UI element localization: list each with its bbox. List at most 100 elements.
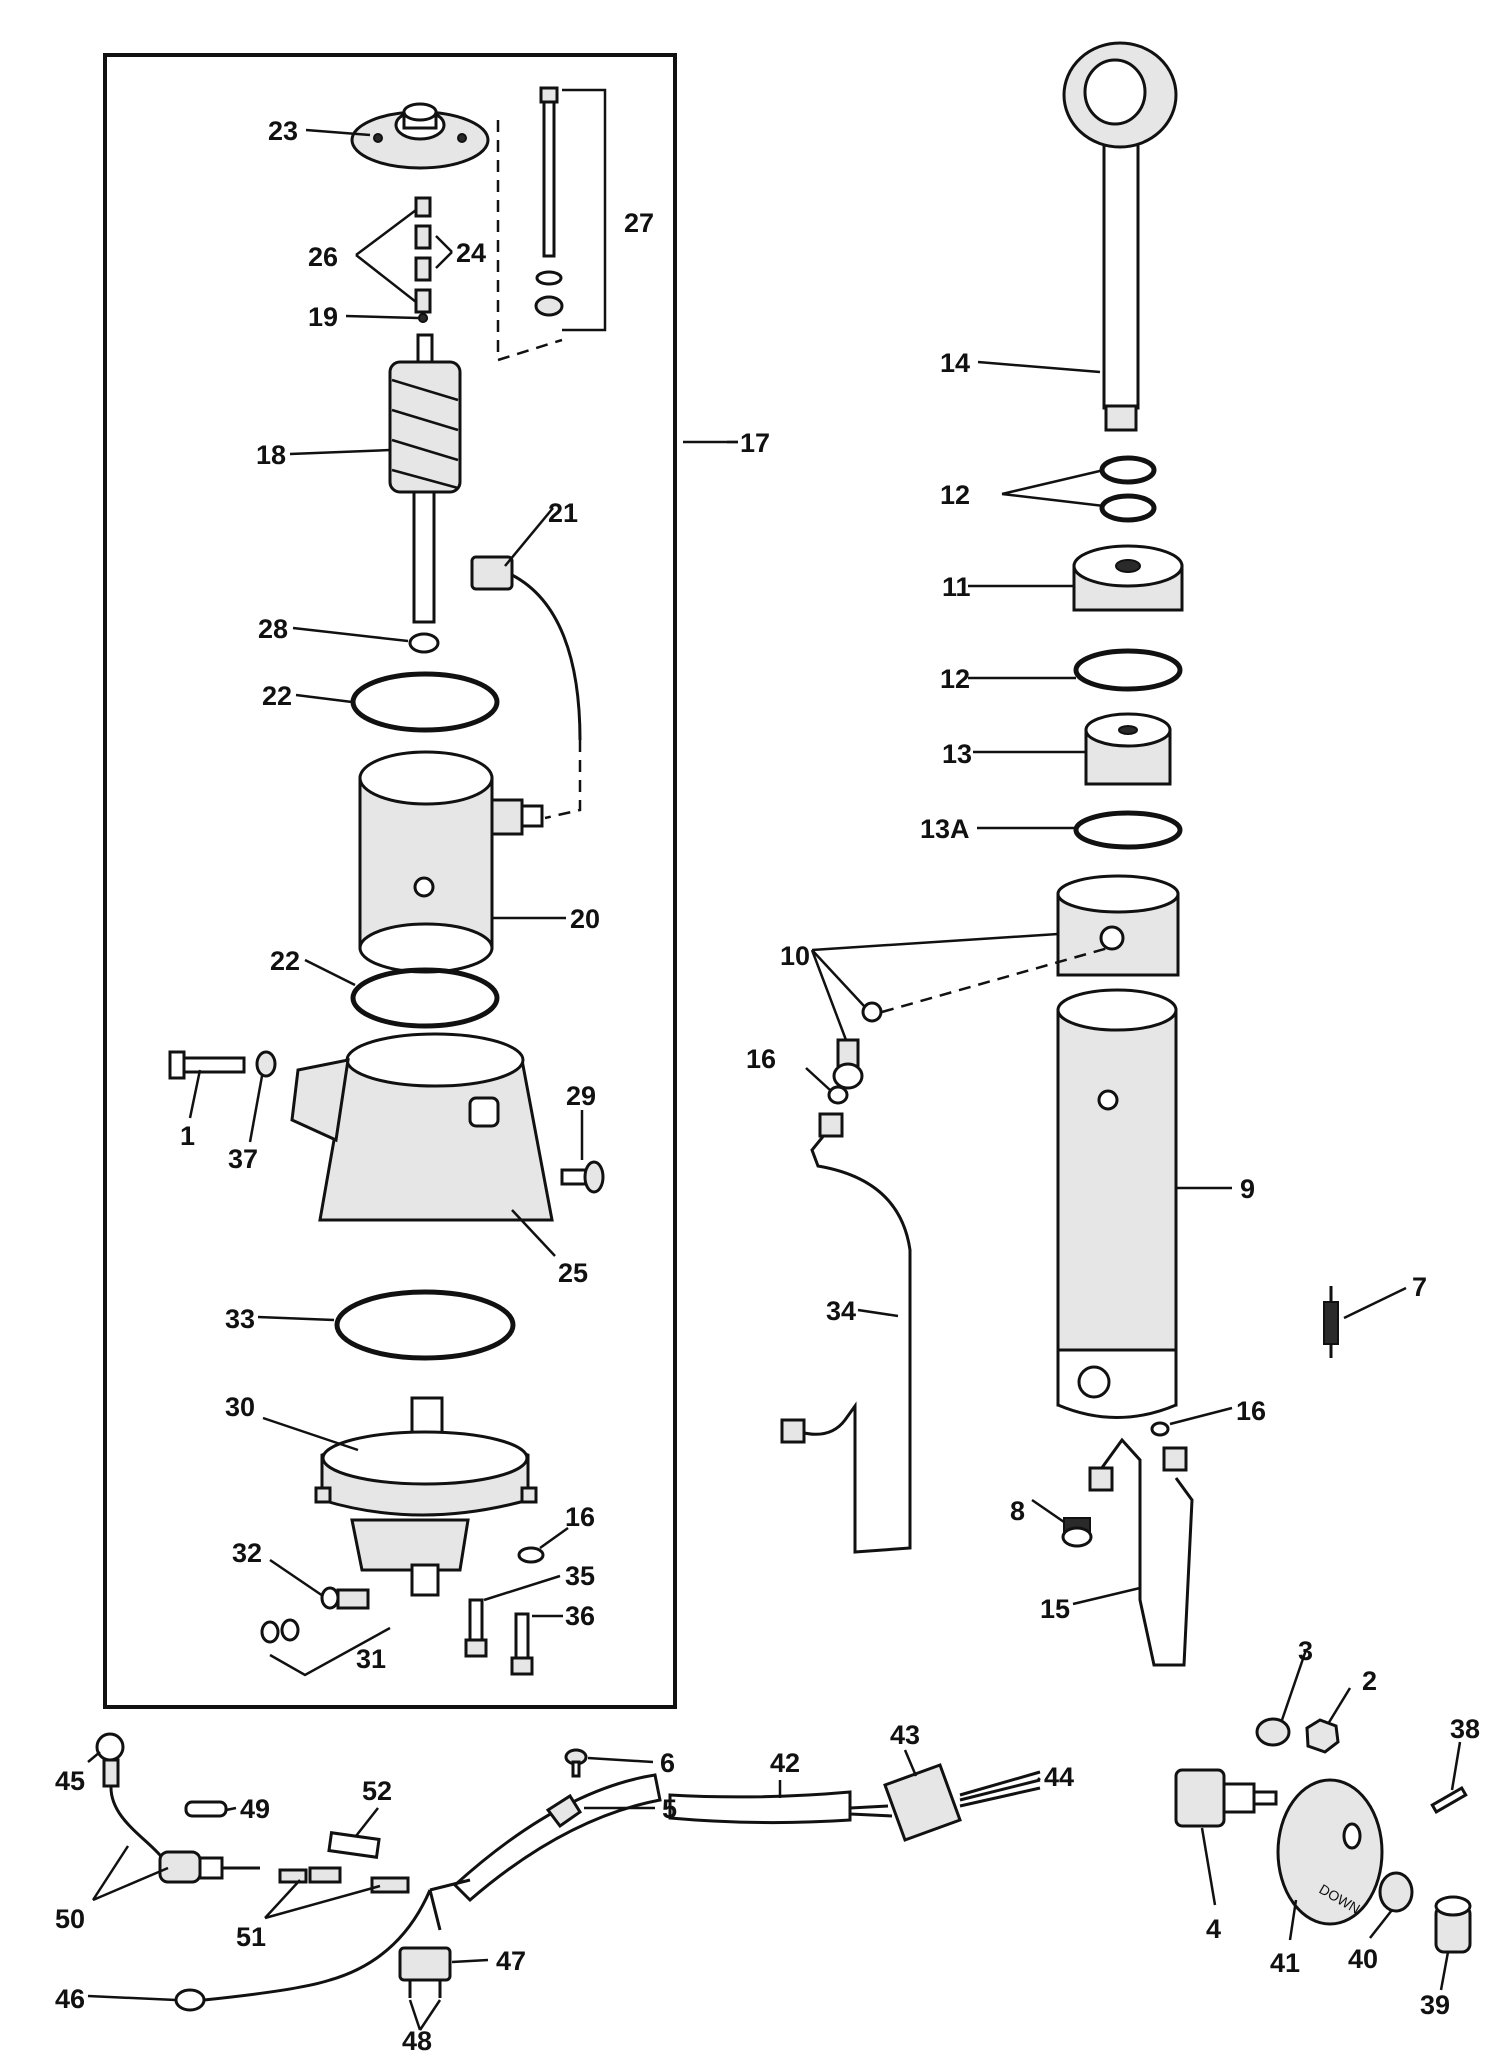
label-16-cylinder: 16: [1236, 1396, 1266, 1426]
label-41: 41: [1270, 1948, 1300, 1978]
label-45: 45: [55, 1766, 85, 1796]
label-27: 27: [624, 208, 654, 238]
seal-12-top: [1099, 455, 1157, 485]
washer-28: [408, 632, 440, 654]
label-13: 13: [942, 739, 972, 769]
label-26: 26: [308, 242, 338, 272]
end-cap-23: [350, 102, 490, 170]
label-22-top: 22: [262, 681, 292, 711]
o-ring-10: [861, 1001, 883, 1023]
fuse-49: [184, 1800, 228, 1818]
label-52: 52: [362, 1776, 392, 1806]
o-ring-16-line: [827, 1085, 849, 1105]
label-28: 28: [258, 614, 288, 644]
label-40: 40: [1348, 1944, 1378, 1974]
nut-40: [1378, 1871, 1414, 1913]
fittings-15: [1088, 1446, 1188, 1492]
pump-30: [314, 1396, 538, 1597]
connectors-51: [278, 1866, 410, 1894]
o-ring-12: [1073, 648, 1183, 692]
label-14: 14: [940, 348, 970, 378]
label-15: 15: [1040, 1594, 1070, 1624]
washer-19: [418, 313, 428, 323]
leader-lines: [87, 128, 1462, 2031]
clamp-5: [545, 1793, 583, 1829]
label-8: 8: [1010, 1496, 1025, 1526]
label-32: 32: [232, 1538, 262, 1568]
label-31: 31: [356, 1644, 386, 1674]
label-43: 43: [890, 1720, 920, 1750]
tubing-52: [327, 1831, 381, 1859]
pump-housing-25: [290, 1032, 554, 1222]
motor-frame-20: [358, 750, 544, 974]
label-34: 34: [826, 1296, 856, 1326]
label-39: 39: [1420, 1990, 1450, 2020]
label-35: 35: [565, 1561, 595, 1591]
wires-44: [959, 1770, 1041, 1808]
cylinder-9: [1056, 988, 1178, 1419]
label-20: 20: [570, 904, 600, 934]
knob-39: [1434, 1895, 1472, 1954]
seal-12-mid: [1099, 493, 1157, 523]
cylinder-cap-11: [1072, 544, 1184, 612]
label-38: 38: [1450, 1714, 1480, 1744]
pump-motor-assembly-frame: [103, 53, 677, 1709]
label-7: 7: [1412, 1272, 1427, 1302]
screw-6: [564, 1748, 588, 1778]
label-2: 2: [1362, 1666, 1377, 1696]
bracket-31: [269, 1626, 391, 1677]
manifold-10: [1056, 874, 1180, 977]
washer-3: [1255, 1717, 1291, 1747]
label-19: 19: [308, 302, 338, 332]
bolt-1: [168, 1050, 246, 1080]
connector-47: [398, 1946, 452, 1998]
label-12: 12: [940, 664, 970, 694]
label-29: 29: [566, 1081, 596, 1111]
o-ring-33: [334, 1289, 516, 1361]
callout-labels: 23 26 24 27 19 18 17 21 28 22 20 22 1 37…: [55, 116, 1480, 2054]
control-panel-41: DOWN: [1276, 1778, 1384, 1926]
label-46: 46: [55, 1984, 85, 2014]
valve-fittings-31-32: [260, 1586, 370, 1644]
label-23: 23: [268, 116, 298, 146]
connector-43: [849, 1763, 962, 1842]
plug-8: [1061, 1517, 1093, 1548]
piston-13: [1084, 712, 1172, 786]
label-37: 37: [228, 1144, 258, 1174]
label-1: 1: [180, 1121, 195, 1151]
label-11: 11: [942, 572, 971, 602]
label-48: 48: [402, 2026, 432, 2054]
label-47: 47: [496, 1946, 526, 1976]
label-16-pump: 16: [565, 1502, 595, 1532]
label-21: 21: [548, 498, 578, 528]
label-12-top: 12: [940, 480, 970, 510]
fitting-34: [780, 1112, 844, 1444]
lead-21: [470, 555, 582, 741]
label-42: 42: [770, 1748, 800, 1778]
label-5: 5: [662, 1794, 677, 1824]
o-ring-22-top: [350, 671, 500, 733]
washer-37: [255, 1050, 277, 1078]
hydraulic-line-15: [1094, 1437, 1194, 1667]
label-4: 4: [1206, 1914, 1221, 1944]
label-44: 44: [1044, 1762, 1074, 1792]
label-17: 17: [740, 428, 770, 458]
armature-18: [388, 333, 462, 624]
label-24: 24: [456, 238, 486, 268]
label-30: 30: [225, 1392, 255, 1422]
spring-7: [1323, 1286, 1339, 1358]
toggle-switch-4: [1174, 1768, 1278, 1828]
label-33: 33: [225, 1304, 255, 1334]
harness-cable-42: [452, 1773, 662, 1903]
ring-terminal-45: [95, 1732, 166, 1861]
nut-2: [1305, 1718, 1340, 1754]
o-ring-13a: [1073, 810, 1183, 850]
label-49: 49: [240, 1794, 270, 1824]
o-ring-16-pump: [517, 1546, 545, 1564]
harness-cable-42b: [668, 1790, 852, 1825]
o-ring-16-cylinder: [1150, 1421, 1170, 1437]
label-50: 50: [55, 1904, 85, 1934]
fuse-holder-50: [158, 1850, 260, 1884]
label-51: 51: [236, 1922, 266, 1952]
